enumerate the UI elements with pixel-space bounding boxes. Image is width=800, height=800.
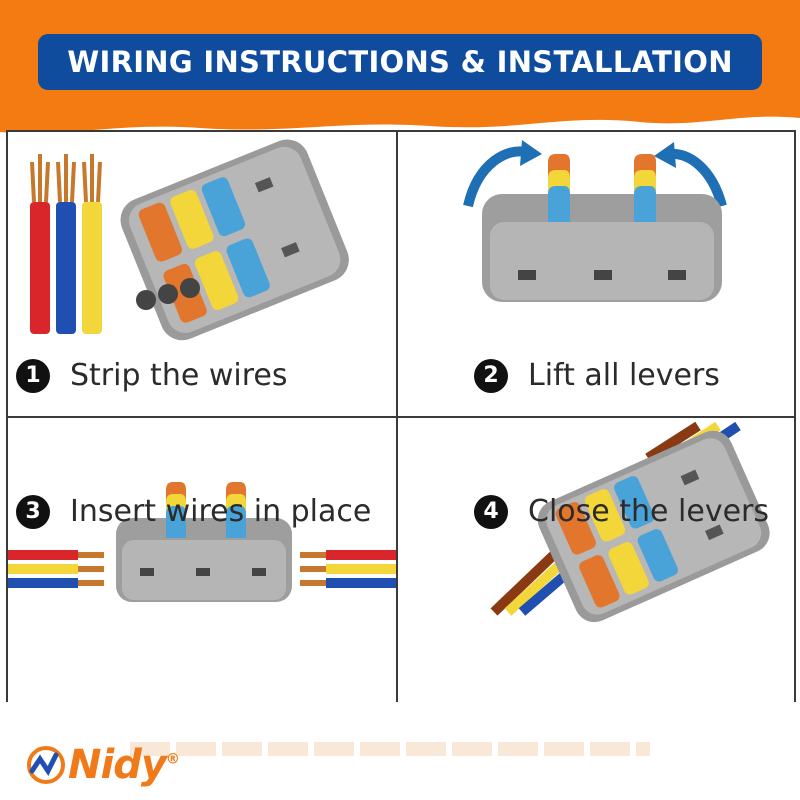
- brand-logo: Nidy®: [26, 742, 180, 788]
- step-4-caption: 4 Close the levers: [474, 494, 769, 529]
- wire-yellow: [82, 154, 102, 334]
- grid-divider-horizontal: [8, 416, 794, 418]
- grid-divider-vertical: [396, 132, 398, 704]
- step-number-badge: 4: [474, 494, 508, 529]
- curved-arrow-icon: [669, 148, 727, 208]
- nidy-logo-icon: [27, 746, 65, 784]
- brand-name: Nidy®: [68, 742, 180, 788]
- close-levers-illustration: [490, 421, 770, 623]
- step-panel-3: 3 Insert wires in place: [8, 418, 396, 704]
- step-label: Lift all levers: [528, 358, 720, 393]
- step-3-caption: 3 Insert wires in place: [16, 494, 371, 529]
- step-panel-4: 4 Close the levers: [398, 418, 794, 704]
- step-number-badge: 3: [16, 494, 50, 529]
- step-number-badge: 1: [16, 358, 50, 393]
- wire-blue: [56, 154, 76, 334]
- strip-wires-illustration: [30, 139, 349, 341]
- step-label: Insert wires in place: [70, 494, 372, 529]
- step-panel-1: 1 Strip the wires: [8, 132, 396, 416]
- instruction-grid: 1 Strip the wires 2: [6, 130, 796, 706]
- header-banner: WIRING INSTRUCTIONS & INSTALLATION: [0, 0, 800, 160]
- wire-red: [30, 154, 50, 334]
- step-1-caption: 1 Strip the wires: [16, 358, 287, 393]
- curved-arrow-icon: [463, 146, 528, 208]
- step-2-caption: 2 Lift all levers: [474, 358, 720, 393]
- step-label: Close the levers: [528, 494, 769, 529]
- page-title: WIRING INSTRUCTIONS & INSTALLATION: [38, 34, 762, 90]
- faded-background-text: [130, 742, 650, 756]
- step-label: Strip the wires: [70, 358, 288, 393]
- step-number-badge: 2: [474, 358, 508, 393]
- step-panel-2: 2 Lift all levers: [398, 132, 794, 416]
- insert-wires-illustration: [8, 482, 396, 602]
- lift-levers-illustration: [463, 140, 727, 302]
- connector-closed: [537, 430, 770, 623]
- connector-closed: [120, 139, 349, 341]
